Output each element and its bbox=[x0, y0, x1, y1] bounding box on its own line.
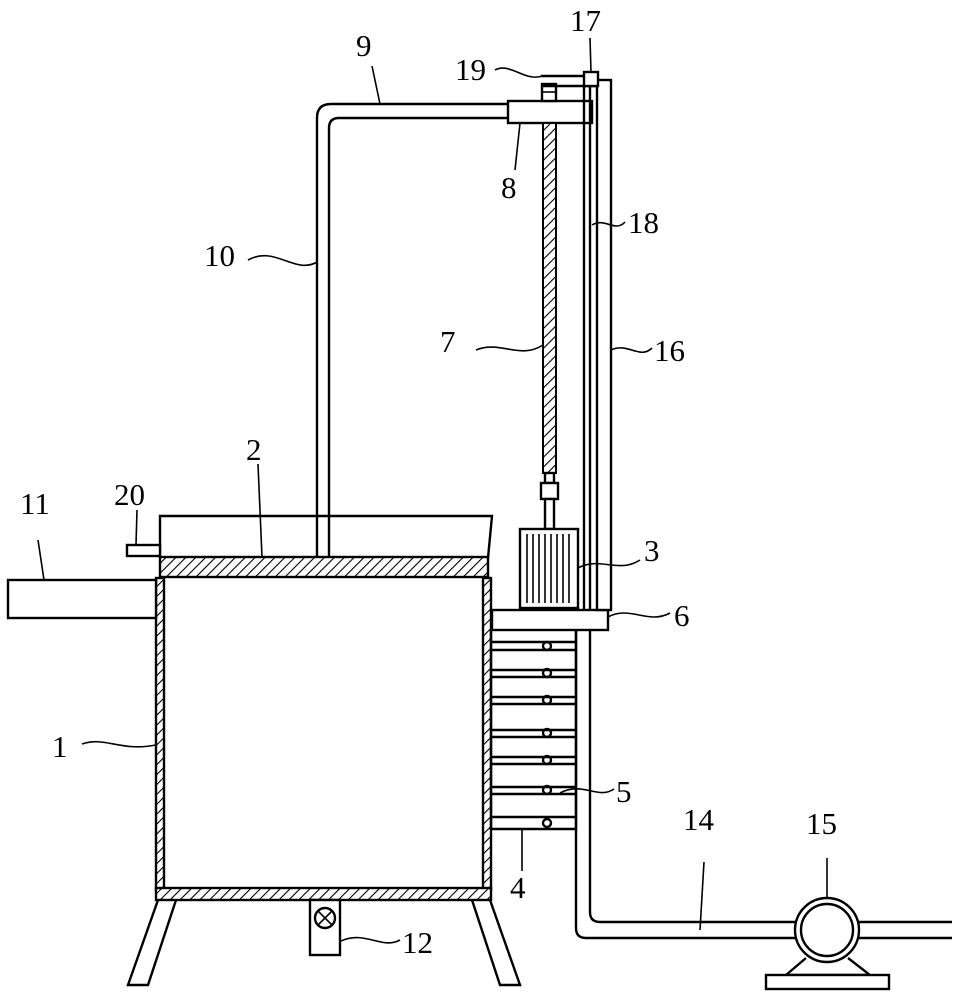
inlet-stub bbox=[125, 543, 162, 558]
leader-lines bbox=[37, 37, 828, 944]
label-3: 3 bbox=[644, 533, 660, 568]
label-2: 2 bbox=[246, 432, 262, 467]
label-9: 9 bbox=[356, 28, 372, 63]
label-12: 12 bbox=[402, 925, 433, 960]
label-5: 5 bbox=[616, 774, 632, 809]
label-8: 8 bbox=[501, 170, 517, 205]
label-4: 4 bbox=[510, 870, 526, 905]
support-plate bbox=[490, 608, 610, 632]
label-7: 7 bbox=[440, 324, 456, 359]
label-11: 11 bbox=[20, 486, 50, 521]
vertical-column bbox=[541, 70, 613, 612]
label-16: 16 bbox=[654, 333, 685, 368]
label-1: 1 bbox=[52, 729, 68, 764]
pipe-10-and-9 bbox=[315, 102, 508, 557]
sleeve-block bbox=[506, 99, 594, 125]
label-20: 20 bbox=[114, 477, 145, 512]
screw-rod bbox=[539, 82, 560, 531]
side-plate bbox=[6, 578, 158, 620]
motor bbox=[518, 527, 580, 610]
label-14: 14 bbox=[683, 802, 715, 837]
label-19: 19 bbox=[455, 52, 486, 87]
label-18: 18 bbox=[628, 205, 659, 240]
label-17: 17 bbox=[570, 3, 601, 38]
pump bbox=[764, 896, 952, 991]
outlet-pipe bbox=[574, 630, 800, 940]
reference-numerals: 1 2 3 4 5 6 7 8 9 10 11 12 14 15 16 17 1… bbox=[20, 3, 837, 960]
tank-legs bbox=[126, 899, 522, 987]
label-6: 6 bbox=[674, 598, 690, 633]
tank-lid bbox=[158, 555, 490, 579]
drain-valve bbox=[308, 898, 342, 957]
label-15: 15 bbox=[806, 806, 837, 841]
tube-bundle bbox=[489, 630, 578, 831]
label-10: 10 bbox=[204, 238, 235, 273]
